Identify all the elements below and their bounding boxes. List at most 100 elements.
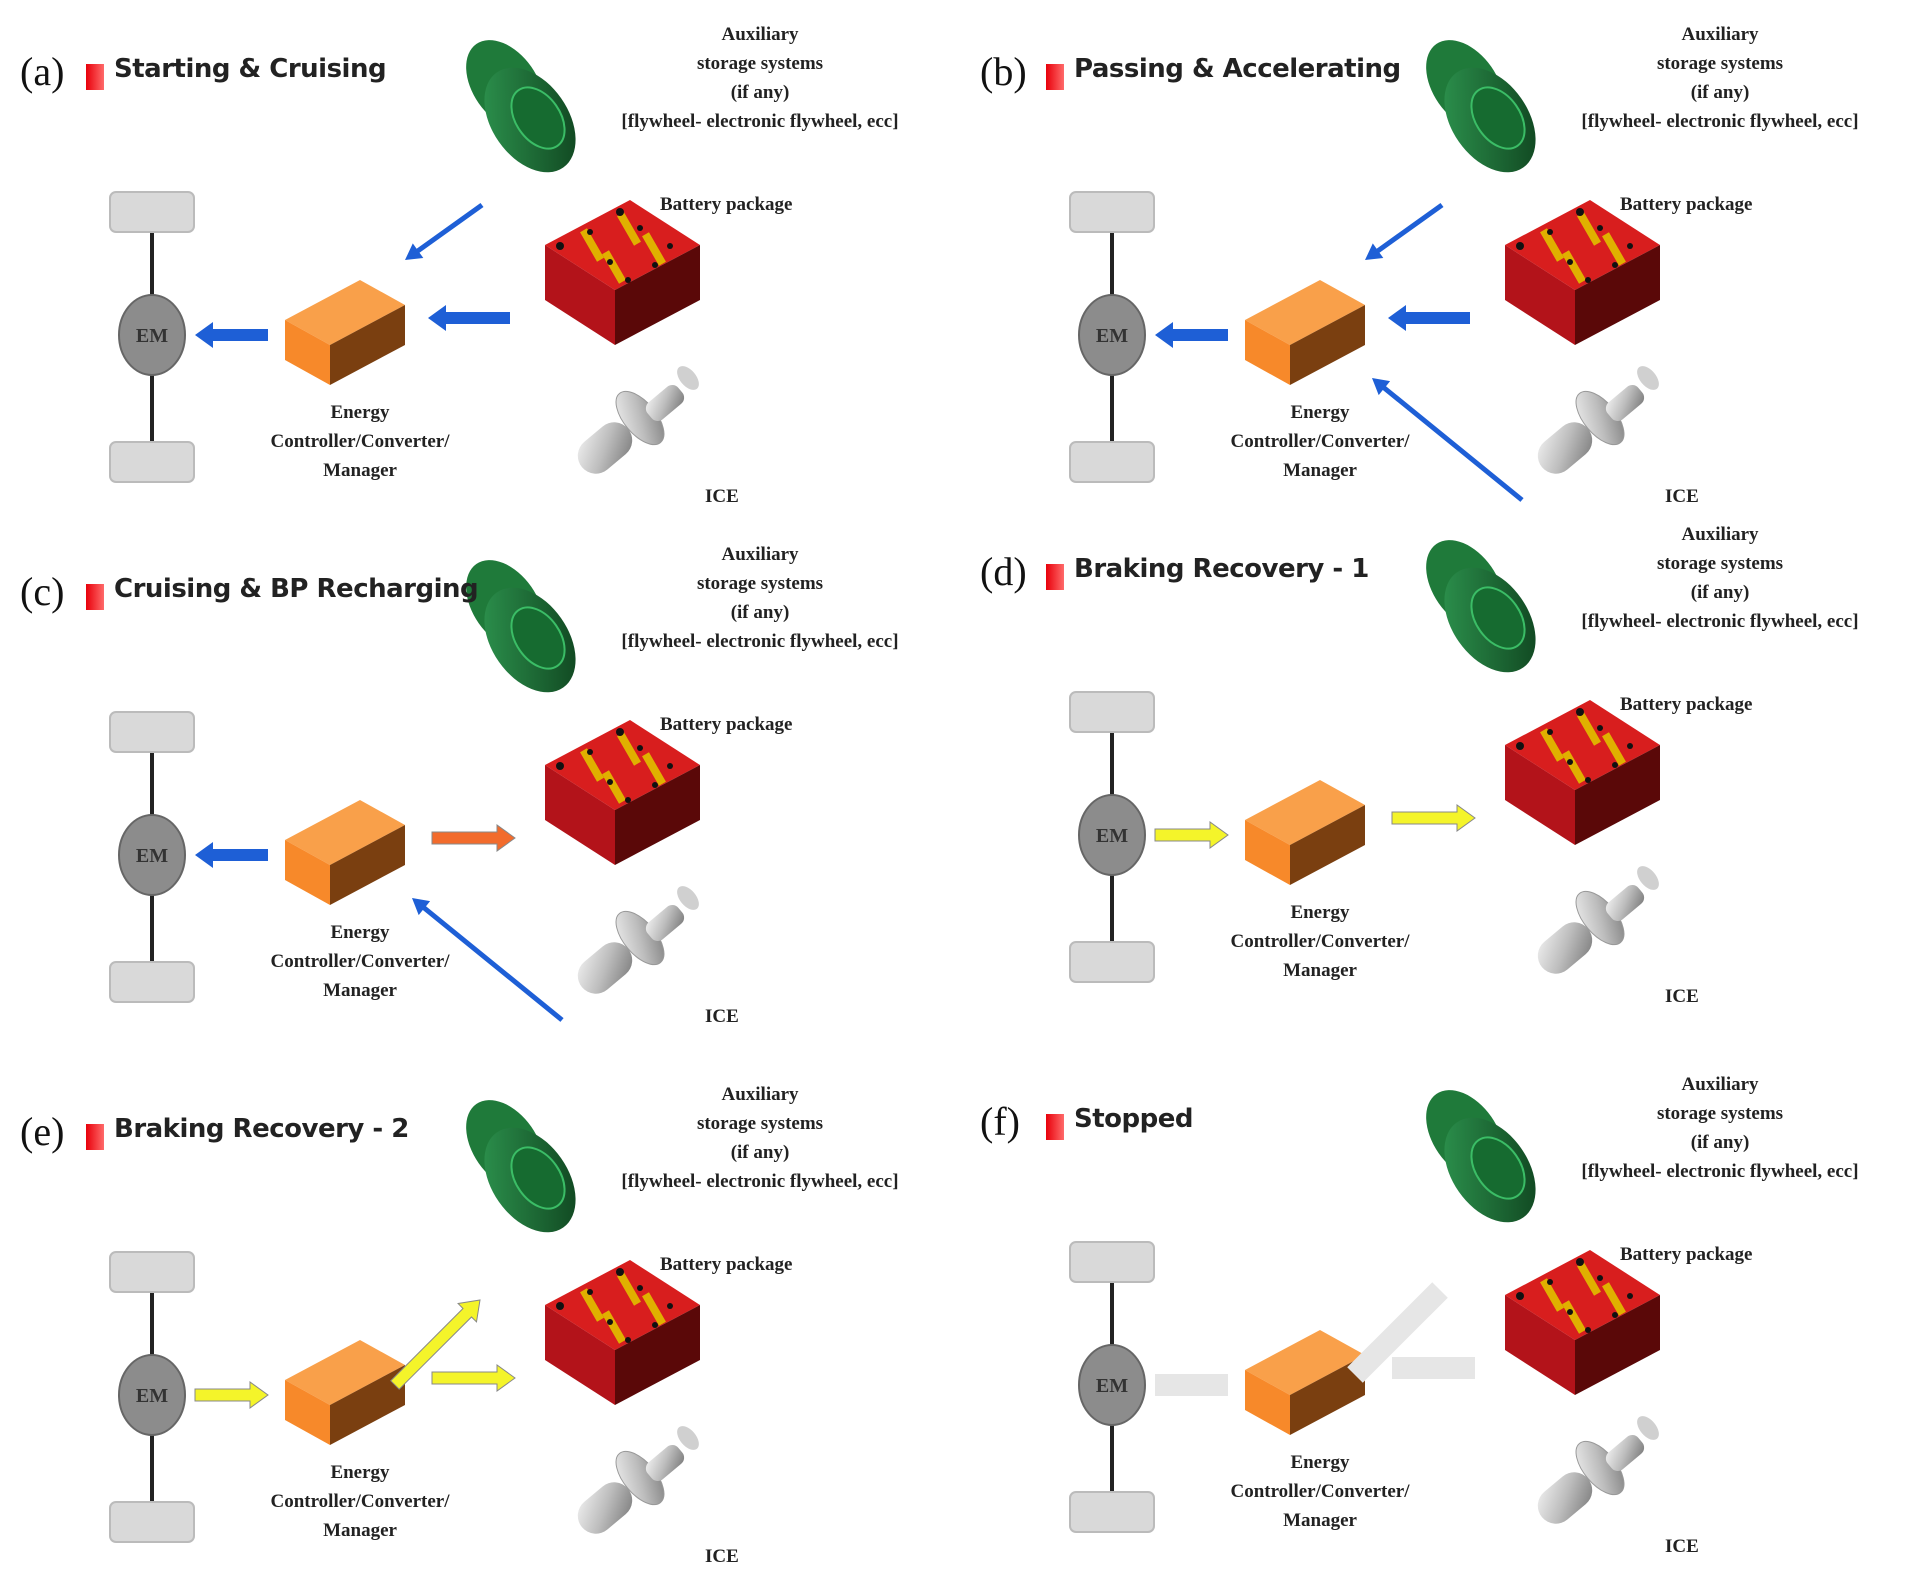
controller-line: Energy (330, 922, 390, 943)
em-motor-icon (1078, 294, 1146, 376)
flow-arrow-ice-to-controller (412, 898, 564, 1022)
flow-arrow-flywheel-to-controller (405, 203, 484, 260)
axle-icon: EM (109, 711, 195, 1003)
controller-line: Manager (1283, 960, 1357, 981)
aux-storage-line: (if any) (730, 1142, 790, 1163)
ice-engine-icon (1537, 1416, 1659, 1524)
wheel-bottom-icon (109, 961, 195, 1003)
aux-storage-line: storage systems (1656, 553, 1784, 574)
panel-marker-icon (1046, 564, 1064, 590)
ice-label: ICE (1665, 1536, 1699, 1557)
panel-f: EM (960, 1050, 1920, 1580)
panel-title: Stopped (1074, 1104, 1193, 1134)
em-motor-icon (118, 1354, 186, 1436)
aux-storage-line: storage systems (696, 53, 824, 74)
wheel-top-icon (1069, 1241, 1155, 1283)
ice-engine-icon (577, 1426, 699, 1534)
panel-label: (f) (980, 1099, 1020, 1144)
panel-c: EM (0, 520, 960, 1050)
aux-storage-line: Auxiliary (1681, 524, 1759, 545)
battery-pack-icon (545, 1260, 700, 1405)
panel-e: EM (0, 1060, 960, 1590)
wheel-bottom-icon (1069, 441, 1155, 483)
wheel-bottom-icon (1069, 941, 1155, 983)
em-label: EM (1096, 1375, 1128, 1397)
ice-label: ICE (1665, 986, 1699, 1007)
controller-line: Energy (1290, 902, 1350, 923)
battery-label: Battery package (660, 1254, 793, 1275)
axle-icon: EM (109, 191, 195, 483)
flow-arrow-controller-to-battery (431, 824, 516, 852)
ice-engine-icon (1537, 366, 1659, 474)
wheel-top-icon (1069, 191, 1155, 233)
flow-arrow-controller-to-battery (431, 1364, 516, 1392)
aux-storage-line: [flywheel- electronic flywheel, ecc] (1581, 1161, 1859, 1182)
wheel-top-icon (109, 1251, 195, 1293)
controller-line: Controller/Converter/ (270, 1491, 450, 1512)
aux-storage-line: storage systems (696, 1113, 824, 1134)
controller-box-icon (1245, 280, 1365, 385)
em-motor-icon (1078, 794, 1146, 876)
energy-flows (194, 1299, 516, 1409)
panel-label: (d) (980, 549, 1027, 594)
panel-graphics: EM (1069, 40, 1660, 502)
flywheel-icon (1426, 1090, 1536, 1223)
flow-arrow-controller-to-battery (1392, 1357, 1475, 1379)
aux-storage-line: Auxiliary (1681, 24, 1759, 45)
aux-storage-line: storage systems (1656, 1103, 1784, 1124)
aux-storage-line: Auxiliary (721, 544, 799, 565)
panel-graphics: EM (1069, 540, 1660, 983)
flow-arrow-battery-to-controller (1388, 305, 1470, 331)
ice-label: ICE (705, 486, 739, 507)
battery-pack-icon (1505, 700, 1660, 845)
controller-line: Manager (323, 1520, 397, 1541)
battery-pack-icon (545, 200, 700, 345)
aux-storage-line: Auxiliary (721, 24, 799, 45)
flow-arrow-em-to-controller (1155, 1374, 1228, 1396)
panel-graphics: EM (109, 40, 700, 483)
controller-line: Manager (1283, 1510, 1357, 1531)
controller-box-icon (285, 1340, 405, 1445)
battery-label: Battery package (1620, 1244, 1753, 1265)
panel-label: (e) (20, 1109, 65, 1154)
aux-storage-line: (if any) (730, 602, 790, 623)
wheel-top-icon (109, 711, 195, 753)
panel-marker-icon (86, 1124, 104, 1150)
axle-icon: EM (1069, 691, 1155, 983)
aux-storage-line: (if any) (730, 82, 790, 103)
em-motor-icon (118, 814, 186, 896)
wheel-bottom-icon (109, 441, 195, 483)
wheel-bottom-icon (1069, 1491, 1155, 1533)
aux-storage-line: (if any) (1690, 1132, 1750, 1153)
aux-storage-line: (if any) (1690, 82, 1750, 103)
controller-line: Controller/Converter/ (1230, 1481, 1410, 1502)
wheel-bottom-icon (109, 1501, 195, 1543)
em-label: EM (1096, 825, 1128, 847)
controller-line: Energy (1290, 402, 1350, 423)
controller-line: Controller/Converter/ (1230, 431, 1410, 452)
flywheel-icon (466, 560, 576, 693)
energy-flows (1155, 1282, 1475, 1396)
panel-marker-icon (86, 584, 104, 610)
controller-line: Controller/Converter/ (270, 431, 450, 452)
aux-storage-line: [flywheel- electronic flywheel, ecc] (1581, 111, 1859, 132)
flow-arrow-controller-to-em (195, 322, 268, 348)
axle-icon: EM (109, 1251, 195, 1543)
panel-label: (a) (20, 49, 65, 94)
ice-engine-icon (1537, 866, 1659, 974)
panel-a: EM (0, 0, 960, 530)
ice-label: ICE (1665, 486, 1699, 507)
energy-flows (1154, 804, 1476, 849)
aux-storage-line: storage systems (1656, 53, 1784, 74)
panel-marker-icon (1046, 1114, 1064, 1140)
battery-label: Battery package (1620, 694, 1753, 715)
flow-arrow-em-to-controller (194, 1381, 269, 1409)
